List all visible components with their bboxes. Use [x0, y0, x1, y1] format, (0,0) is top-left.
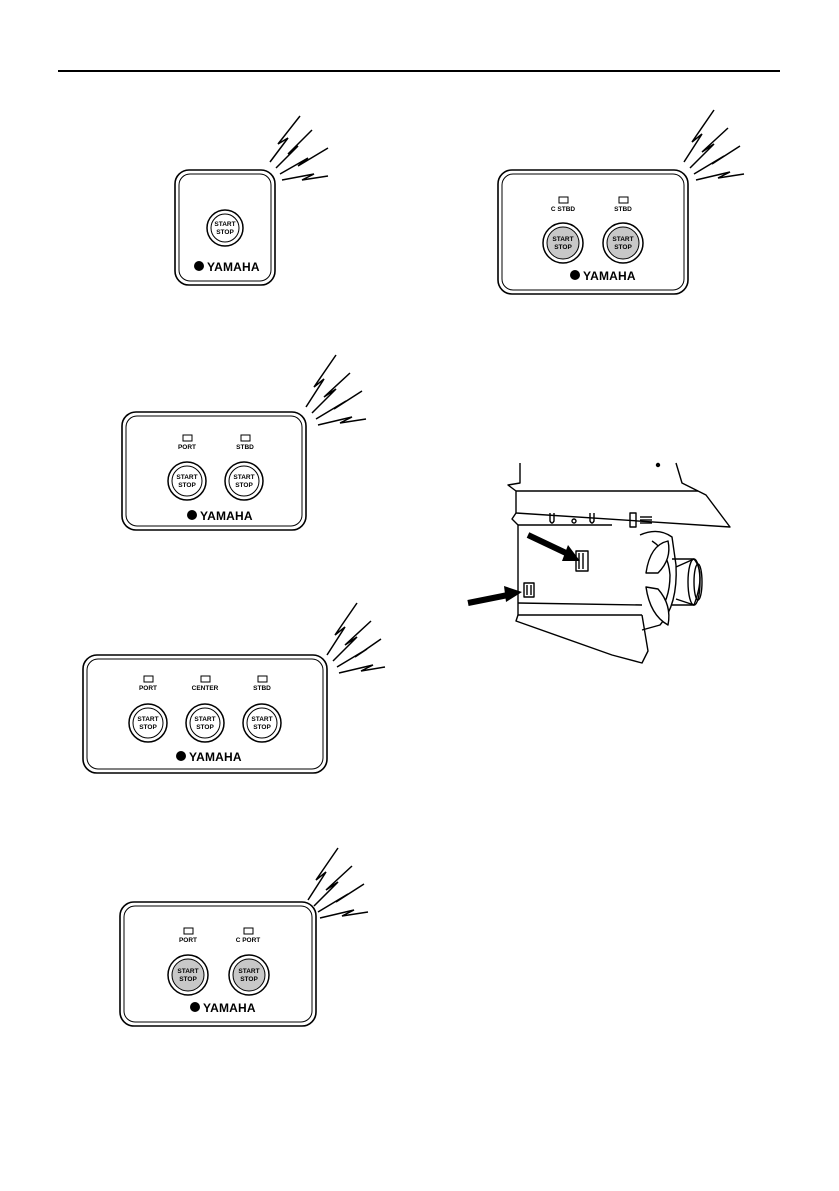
svg-text:START: START	[194, 716, 215, 723]
signal-icon	[327, 603, 385, 673]
cstbd-label: C STBD	[551, 206, 576, 213]
cport-label: C PORT	[236, 937, 261, 944]
svg-text:STOP: STOP	[196, 724, 214, 731]
stbd-label: STBD	[614, 206, 632, 213]
triple-panel-figure: PORT CENTER STBD START STOP START STOP S…	[75, 595, 390, 780]
svg-text:YAMAHA: YAMAHA	[207, 260, 260, 274]
port-cport-panel-figure: PORT C PORT START STOP START STOP YAMAHA	[110, 840, 375, 1035]
start-label: START	[214, 221, 235, 228]
cstbd-start-stop-button[interactable]: START STOP	[543, 223, 583, 263]
svg-text:YAMAHA: YAMAHA	[189, 750, 242, 764]
cport-start-stop-button[interactable]: START STOP	[229, 955, 269, 995]
port-start-stop-button[interactable]: START STOP	[168, 955, 208, 995]
svg-text:STOP: STOP	[178, 482, 196, 489]
svg-text:START: START	[137, 716, 158, 723]
signal-icon	[306, 355, 366, 425]
svg-text:STOP: STOP	[253, 724, 271, 731]
signal-icon	[308, 848, 368, 918]
svg-text:START: START	[176, 474, 197, 481]
port-label: PORT	[178, 444, 196, 451]
svg-text:STOP: STOP	[240, 976, 258, 983]
port-start-stop-button[interactable]: START STOP	[129, 704, 167, 742]
stbd-start-stop-button[interactable]: START STOP	[603, 223, 643, 263]
svg-text:START: START	[251, 716, 272, 723]
svg-text:START: START	[552, 236, 573, 243]
stbd-label: STBD	[253, 685, 271, 692]
signal-icon	[684, 110, 744, 180]
arrow-upper-inlet	[528, 535, 580, 561]
svg-text:YAMAHA: YAMAHA	[203, 1001, 256, 1015]
svg-text:START: START	[177, 968, 198, 975]
svg-text:START: START	[612, 236, 633, 243]
port-label: PORT	[139, 685, 157, 692]
stop-label: STOP	[216, 229, 234, 236]
svg-text:START: START	[238, 968, 259, 975]
port-start-stop-button[interactable]: START STOP	[168, 462, 206, 500]
outboard-lower-unit-figure	[462, 455, 742, 675]
center-start-stop-button[interactable]: START STOP	[186, 704, 224, 742]
port-label: PORT	[179, 937, 197, 944]
svg-text:STOP: STOP	[614, 244, 632, 251]
signal-icon	[270, 116, 328, 180]
svg-text:YAMAHA: YAMAHA	[583, 269, 636, 283]
center-label: CENTER	[192, 685, 219, 692]
header-rule	[58, 70, 780, 72]
svg-text:STOP: STOP	[235, 482, 253, 489]
port-stbd-panel-figure: PORT STBD START STOP START STOP YAMAHA	[110, 345, 370, 540]
stbd-start-stop-button[interactable]: START STOP	[225, 462, 263, 500]
svg-text:YAMAHA: YAMAHA	[200, 509, 253, 523]
single-button-panel-figure: START STOP YAMAHA	[150, 100, 350, 295]
cstbd-stbd-panel-figure: C STBD STBD START STOP START STOP YAMAHA	[490, 100, 750, 300]
stbd-start-stop-button[interactable]: START STOP	[243, 704, 281, 742]
svg-text:START: START	[233, 474, 254, 481]
start-stop-button[interactable]: START STOP	[207, 210, 243, 246]
svg-text:STOP: STOP	[179, 976, 197, 983]
arrow-lower-inlet	[468, 586, 522, 603]
svg-text:STOP: STOP	[139, 724, 157, 731]
svg-text:STOP: STOP	[554, 244, 572, 251]
stbd-label: STBD	[236, 444, 254, 451]
